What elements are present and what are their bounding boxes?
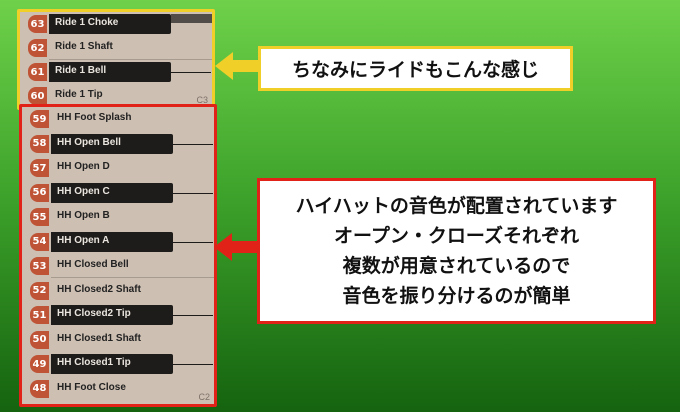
key-divider [51,277,214,278]
callout-line: 音色を振り分けるのが簡単 [342,285,571,307]
black-key [51,182,173,203]
black-key [49,62,171,82]
key-divider [173,192,213,194]
note-number: 62 [28,39,47,57]
note-number: 60 [28,87,47,105]
key-label: HH Closed Bell [57,259,129,270]
key-row[interactable]: 58 HH Open Bell [22,132,214,156]
note-number: 50 [30,330,49,349]
black-key [49,14,171,34]
key-divider [173,364,213,365]
key-label: Ride 1 Tip [55,89,103,100]
note-number: 52 [30,281,49,300]
key-divider [173,315,213,316]
black-key [51,354,173,374]
ride-key-list: 63 Ride 1 Choke 62 Ride 1 Shaft 61 Ride … [20,12,212,107]
key-label: HH Closed2 Shaft [57,283,141,295]
key-divider [173,143,213,145]
key-row[interactable]: 57 HH Open D [22,156,214,180]
note-number: 59 [30,110,49,128]
note-number: 48 [30,379,49,398]
note-number: 53 [30,257,49,275]
callout-line: オープン・クローズそれぞれ [334,225,579,247]
key-label: HH Open Bell [57,136,121,148]
callout-text: ちなみにライドもこんな感じ [291,59,539,81]
key-row[interactable]: 52 HH Closed2 Shaft [22,279,214,303]
key-divider [171,72,211,73]
black-key [51,305,173,325]
key-label: HH Open D [57,161,110,172]
key-label: HH Closed1 Shaft [57,332,141,344]
key-label: HH Open C [57,185,110,197]
arrow-left-icon [215,52,259,80]
key-label: HH Foot Splash [57,112,132,123]
keyboard-edge [171,14,212,23]
key-row[interactable]: 60 Ride 1 Tip [20,84,212,108]
key-row[interactable]: 54 HH Open A [22,230,214,254]
key-label: HH Open B [57,210,110,221]
hihat-keys-panel: 59 HH Foot Splash 58 HH Open Bell 57 HH … [19,104,217,407]
key-row[interactable]: 51 HH Closed2 Tip [22,303,214,327]
note-number: 58 [30,134,49,153]
octave-label: C3 [196,95,208,105]
callout-line: ハイハットの音色が配置されています [295,195,618,217]
key-label: HH Closed2 Tip [57,308,131,319]
key-row[interactable]: 49 HH Closed1 Tip [22,352,214,376]
note-number: 57 [30,159,49,177]
note-number: 54 [30,232,49,251]
note-number: 49 [30,355,49,373]
key-row[interactable]: 56 HH Open C [22,181,214,205]
key-label: HH Foot Close [57,381,126,393]
key-label: Ride 1 Shaft [55,41,113,52]
black-key [51,231,173,252]
key-label: HH Open A [57,234,110,246]
key-row[interactable]: 50 HH Closed1 Shaft [22,328,214,352]
black-key [51,133,173,154]
note-number: 56 [30,183,49,202]
ride-callout: ちなみにライドもこんな感じ [258,46,573,91]
key-label: Ride 1 Bell [55,65,107,76]
key-row[interactable]: 62 Ride 1 Shaft [20,36,212,60]
note-number: 63 [28,15,47,33]
key-label: Ride 1 Choke [55,17,119,28]
key-row[interactable]: 53 HH Closed Bell [22,254,214,278]
key-row[interactable]: 55 HH Open B [22,205,214,229]
key-divider [173,241,213,243]
key-row[interactable]: 59 HH Foot Splash [22,107,214,131]
ride-keys-panel: 63 Ride 1 Choke 62 Ride 1 Shaft 61 Ride … [17,9,215,110]
hihat-callout: ハイハットの音色が配置されています オープン・クローズそれぞれ 複数が用意されて… [257,178,656,324]
key-label: HH Closed1 Tip [57,357,131,368]
hihat-key-list: 59 HH Foot Splash 58 HH Open Bell 57 HH … [22,107,214,404]
callout-line: 複数が用意されているので [342,255,571,277]
key-row[interactable]: 61 Ride 1 Bell [20,60,212,84]
note-number: 61 [28,63,47,81]
note-number: 51 [30,306,49,324]
key-divider [49,59,212,60]
key-row[interactable]: 48 HH Foot Close [22,377,214,401]
note-number: 55 [30,208,49,226]
arrow-left-icon [214,233,258,261]
key-row[interactable]: 63 Ride 1 Choke [20,12,212,36]
octave-label: C2 [198,392,210,402]
